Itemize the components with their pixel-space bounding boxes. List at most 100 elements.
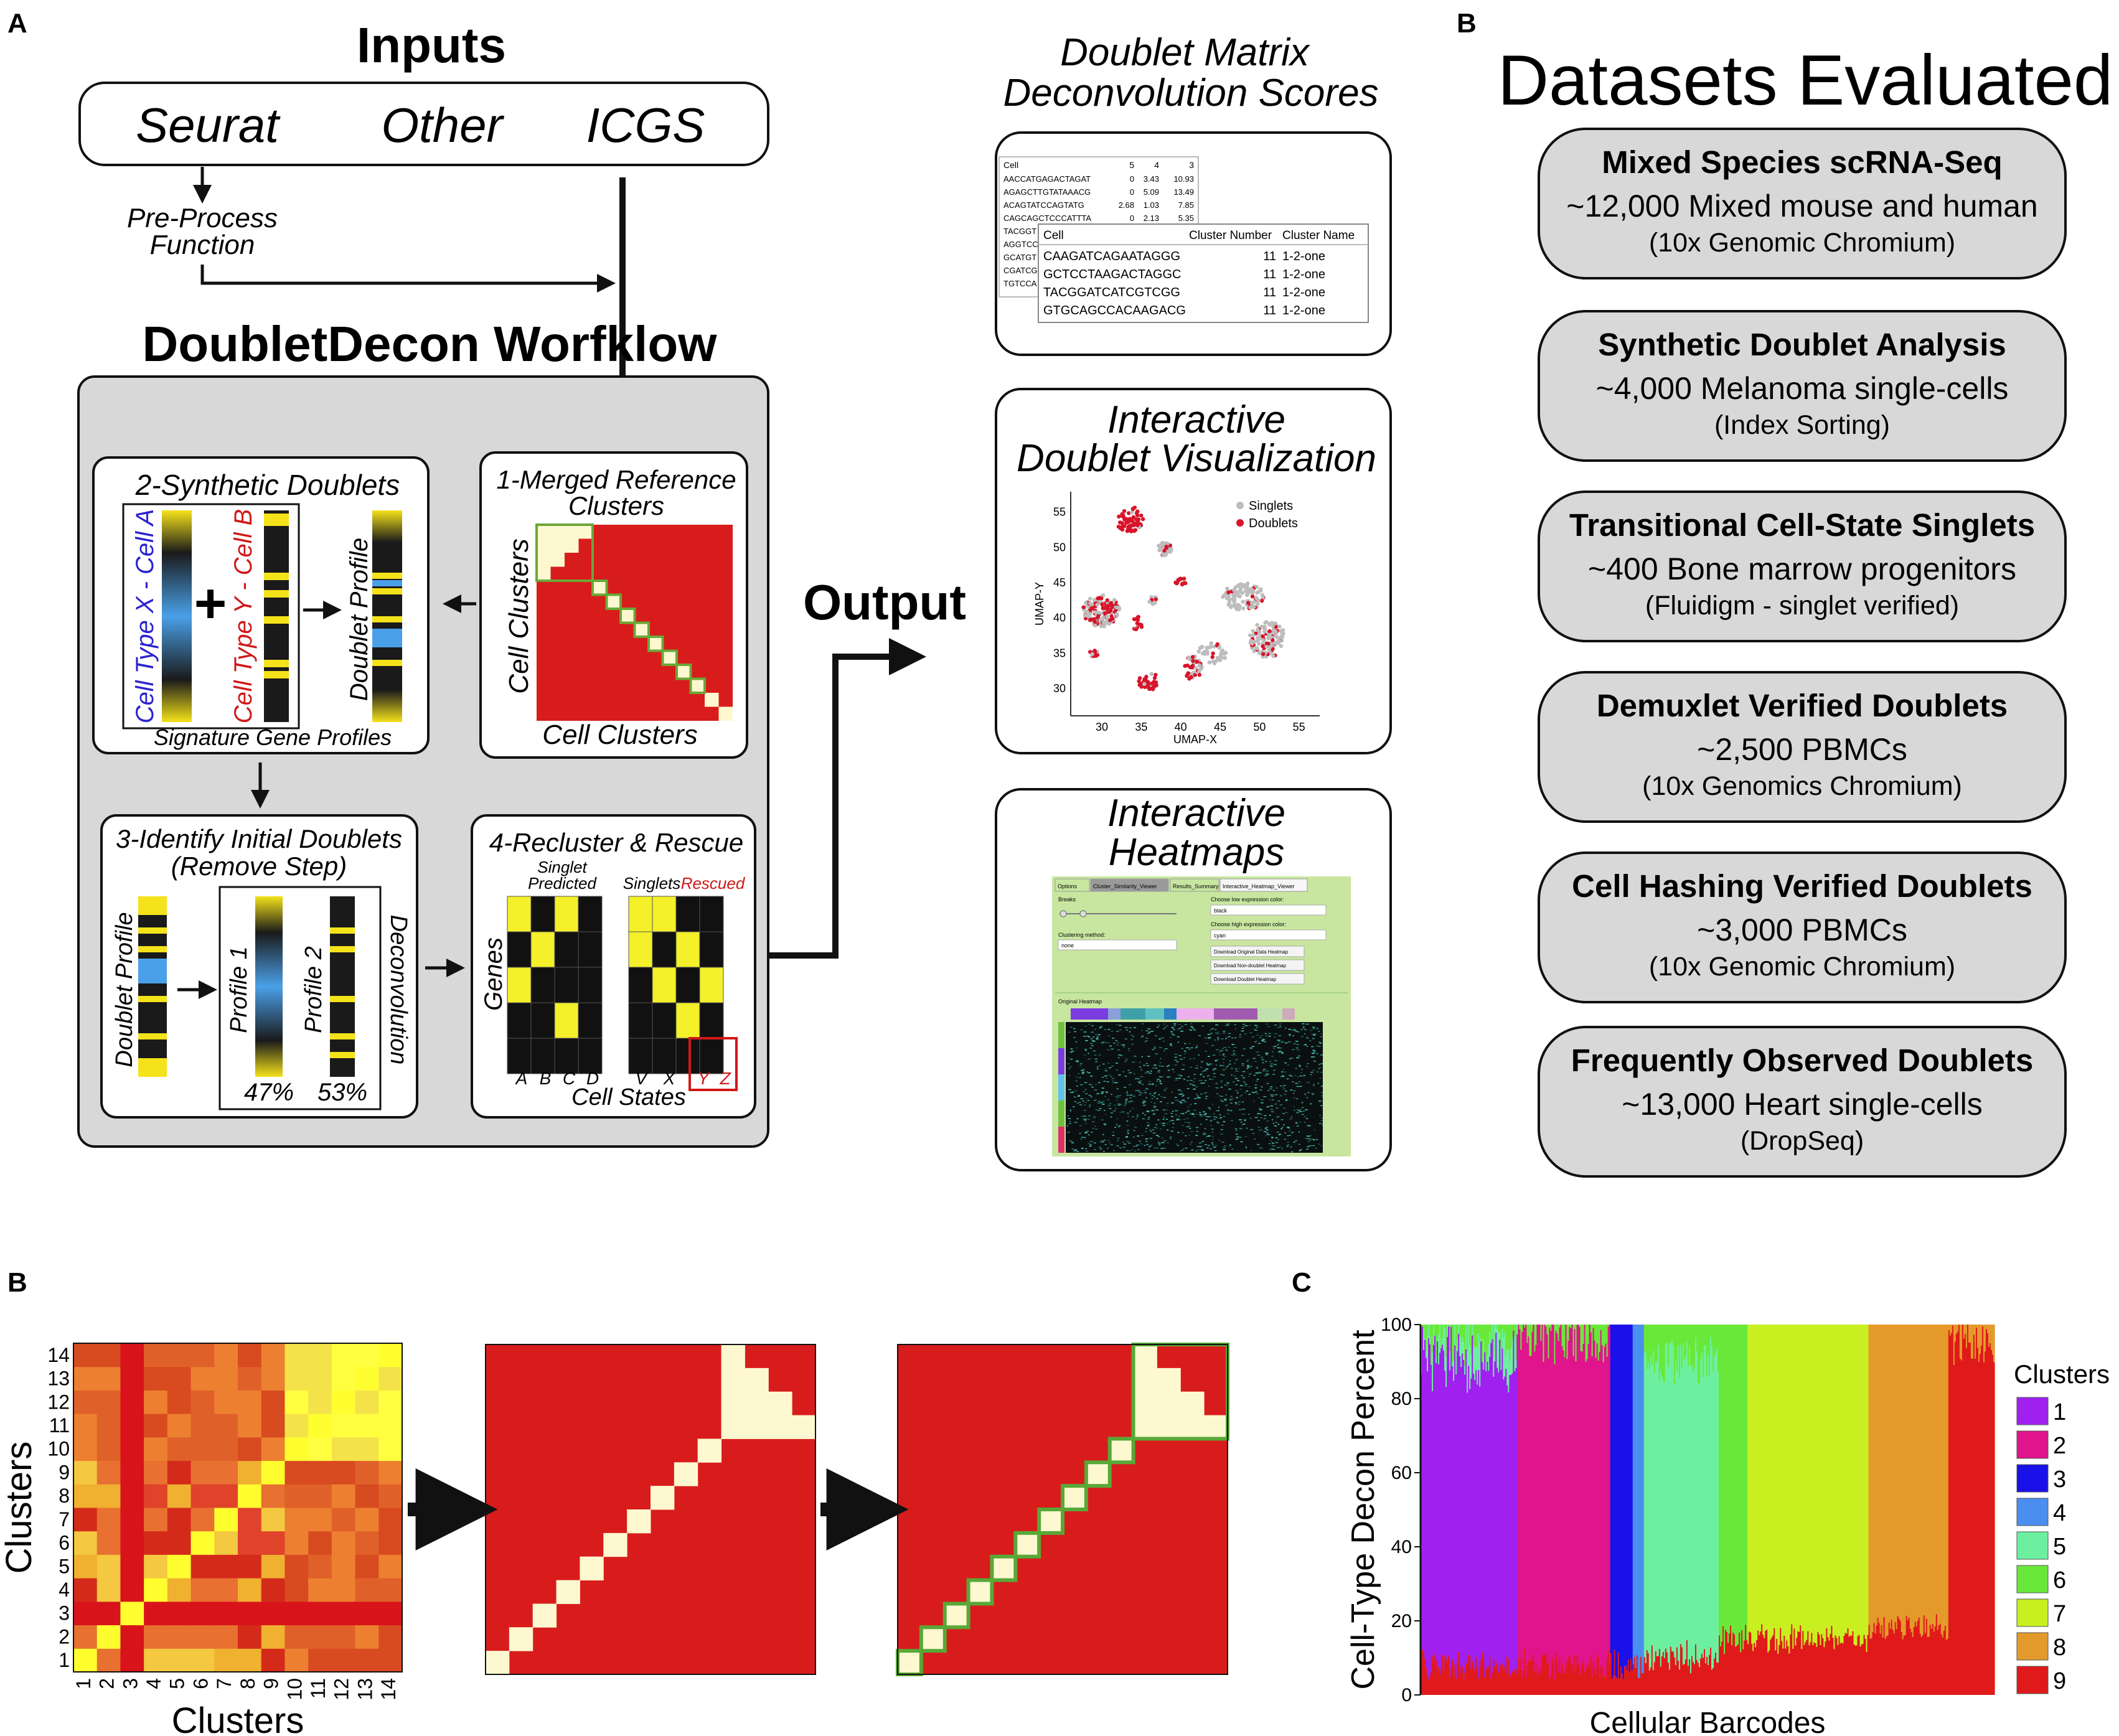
stack-bar-segment: [1893, 1325, 1896, 1634]
stack-bar-segment: [1582, 1660, 1585, 1695]
heatmap-signal: [1256, 1092, 1259, 1094]
heatmap-signal: [1106, 1075, 1109, 1076]
stack-bar-segment: [1837, 1645, 1839, 1695]
grid-cell: [507, 1002, 532, 1039]
stack-bar-segment: [1643, 1325, 1646, 1351]
similarity-cell: [284, 1414, 309, 1438]
stack-bar-segment: [1670, 1646, 1672, 1695]
stack-bar-segment: [1694, 1337, 1697, 1645]
heatmap-signal: [1254, 1117, 1258, 1119]
stack-bar-segment: [1949, 1335, 1952, 1695]
heatmap-signal: [1277, 1051, 1281, 1053]
umap-point: [1135, 523, 1140, 528]
heatmap-signal: [1085, 1123, 1087, 1124]
stack-bar-segment: [1642, 1673, 1645, 1695]
stack-bar-segment: [1764, 1638, 1765, 1695]
heatmap-signal: [1158, 1065, 1162, 1067]
step4-genes-label: Genes: [480, 937, 507, 1011]
stack-bar-segment: [1553, 1325, 1555, 1662]
heatmap-signal: [1210, 1079, 1214, 1080]
heatmap-signal: [1138, 1094, 1142, 1096]
stack-bar-segment: [1676, 1371, 1678, 1648]
heatmap-signal: [1149, 1032, 1151, 1033]
heatmap-signal: [1140, 1143, 1142, 1145]
stack-bar-segment: [1571, 1325, 1574, 1664]
stack-bar-segment: [1585, 1668, 1587, 1695]
stack-bar-segment: [1447, 1325, 1449, 1337]
heatmap-signal: [1155, 1085, 1158, 1087]
matrix-x-tick: 8: [237, 1678, 259, 1689]
heatmap-cluster-bar: [1257, 1008, 1282, 1020]
heatmap-signal: [1090, 1043, 1092, 1044]
heatmap-signal: [1200, 1082, 1203, 1084]
stack-bar-segment: [1607, 1325, 1610, 1326]
stack-bar-segment: [1752, 1325, 1754, 1651]
table2-header: Cluster Name: [1282, 229, 1355, 242]
step1-y-label: Cell Clusters: [504, 538, 534, 693]
stack-bar-segment: [1812, 1645, 1814, 1695]
similarity-cell: [190, 1484, 215, 1508]
stack-bar-segment: [1811, 1633, 1813, 1695]
heatmap-signal: [1266, 1106, 1270, 1107]
similarity-cell: [144, 1484, 168, 1508]
stack-bar-segment: [1641, 1325, 1643, 1674]
heatmap-signal: [1090, 1132, 1093, 1133]
stack-bar-segment: [1704, 1325, 1707, 1345]
stack-bar-segment: [1658, 1381, 1661, 1649]
heatmap-signal: [1320, 1036, 1322, 1038]
stack-bar-segment: [1812, 1325, 1814, 1645]
heatmap-signal: [1167, 1069, 1170, 1071]
heatmap-signal: [1262, 1038, 1264, 1040]
stack-bar-segment: [1501, 1663, 1503, 1695]
heatmap-signal: [1313, 1084, 1315, 1086]
stack-bar-segment: [1439, 1353, 1441, 1675]
heatmap-signal: [1265, 1035, 1268, 1036]
grid-cell: [507, 896, 532, 932]
similarity-cell: [96, 1601, 121, 1626]
heatmap-signal: [1181, 1026, 1183, 1028]
heatmap-signal: [1269, 1143, 1271, 1145]
umap-point: [1212, 644, 1216, 649]
stack-bar-segment: [1445, 1659, 1447, 1695]
stack-bar-segment: [1889, 1629, 1892, 1695]
heatmap-signal: [1110, 1076, 1112, 1077]
stack-bar-segment: [1544, 1325, 1546, 1655]
heatmap-signal: [1157, 1079, 1160, 1080]
heatmap-tab: [1219, 878, 1308, 892]
heatmap-signal: [1231, 1067, 1233, 1069]
stack-bar-segment: [1933, 1631, 1935, 1695]
heatmap-signal: [1193, 1109, 1196, 1111]
heatmap-signal: [1143, 1090, 1146, 1092]
legend-doublet-dot: [1236, 519, 1244, 527]
stack-bar-segment: [1520, 1349, 1522, 1659]
table1-cell: 3.43: [1144, 174, 1159, 184]
stack-bar-segment: [1462, 1325, 1464, 1338]
stack-bar-segment: [1891, 1620, 1893, 1695]
stack-bar-segment: [1725, 1325, 1727, 1630]
stack-bar-segment: [1861, 1644, 1863, 1695]
heatmap-signal: [1095, 1061, 1097, 1063]
heatmap-signal: [1173, 1025, 1176, 1026]
stack-bar-segment: [1564, 1325, 1566, 1358]
stack-bar-segment: [1468, 1325, 1470, 1366]
heatmap-signal: [1235, 1059, 1238, 1061]
matrix-y-tick: 10: [47, 1438, 70, 1460]
heatmap-signal: [1084, 1025, 1087, 1027]
heatmap-signal: [1069, 1120, 1071, 1122]
stack-bar-segment: [1543, 1325, 1545, 1362]
heatmap-signal: [1266, 1134, 1270, 1135]
stack-bar-segment: [1770, 1325, 1772, 1640]
heatmap-signal: [1184, 1053, 1186, 1054]
stack-bar-segment: [1924, 1633, 1927, 1695]
heatmap-signal: [1264, 1127, 1267, 1128]
similarity-cell: [214, 1625, 238, 1649]
grid-cell: [628, 896, 653, 932]
grid-cell: [507, 931, 532, 968]
stack-bar-segment: [1454, 1325, 1456, 1346]
viz-box: [995, 388, 1392, 754]
stack-bar-segment: [1426, 1351, 1427, 1358]
umap-point: [1097, 610, 1101, 615]
stack-bar-segment: [1523, 1325, 1525, 1671]
table2-header: Cluster Number: [1189, 229, 1272, 242]
heatmap-signal: [1310, 1030, 1313, 1031]
